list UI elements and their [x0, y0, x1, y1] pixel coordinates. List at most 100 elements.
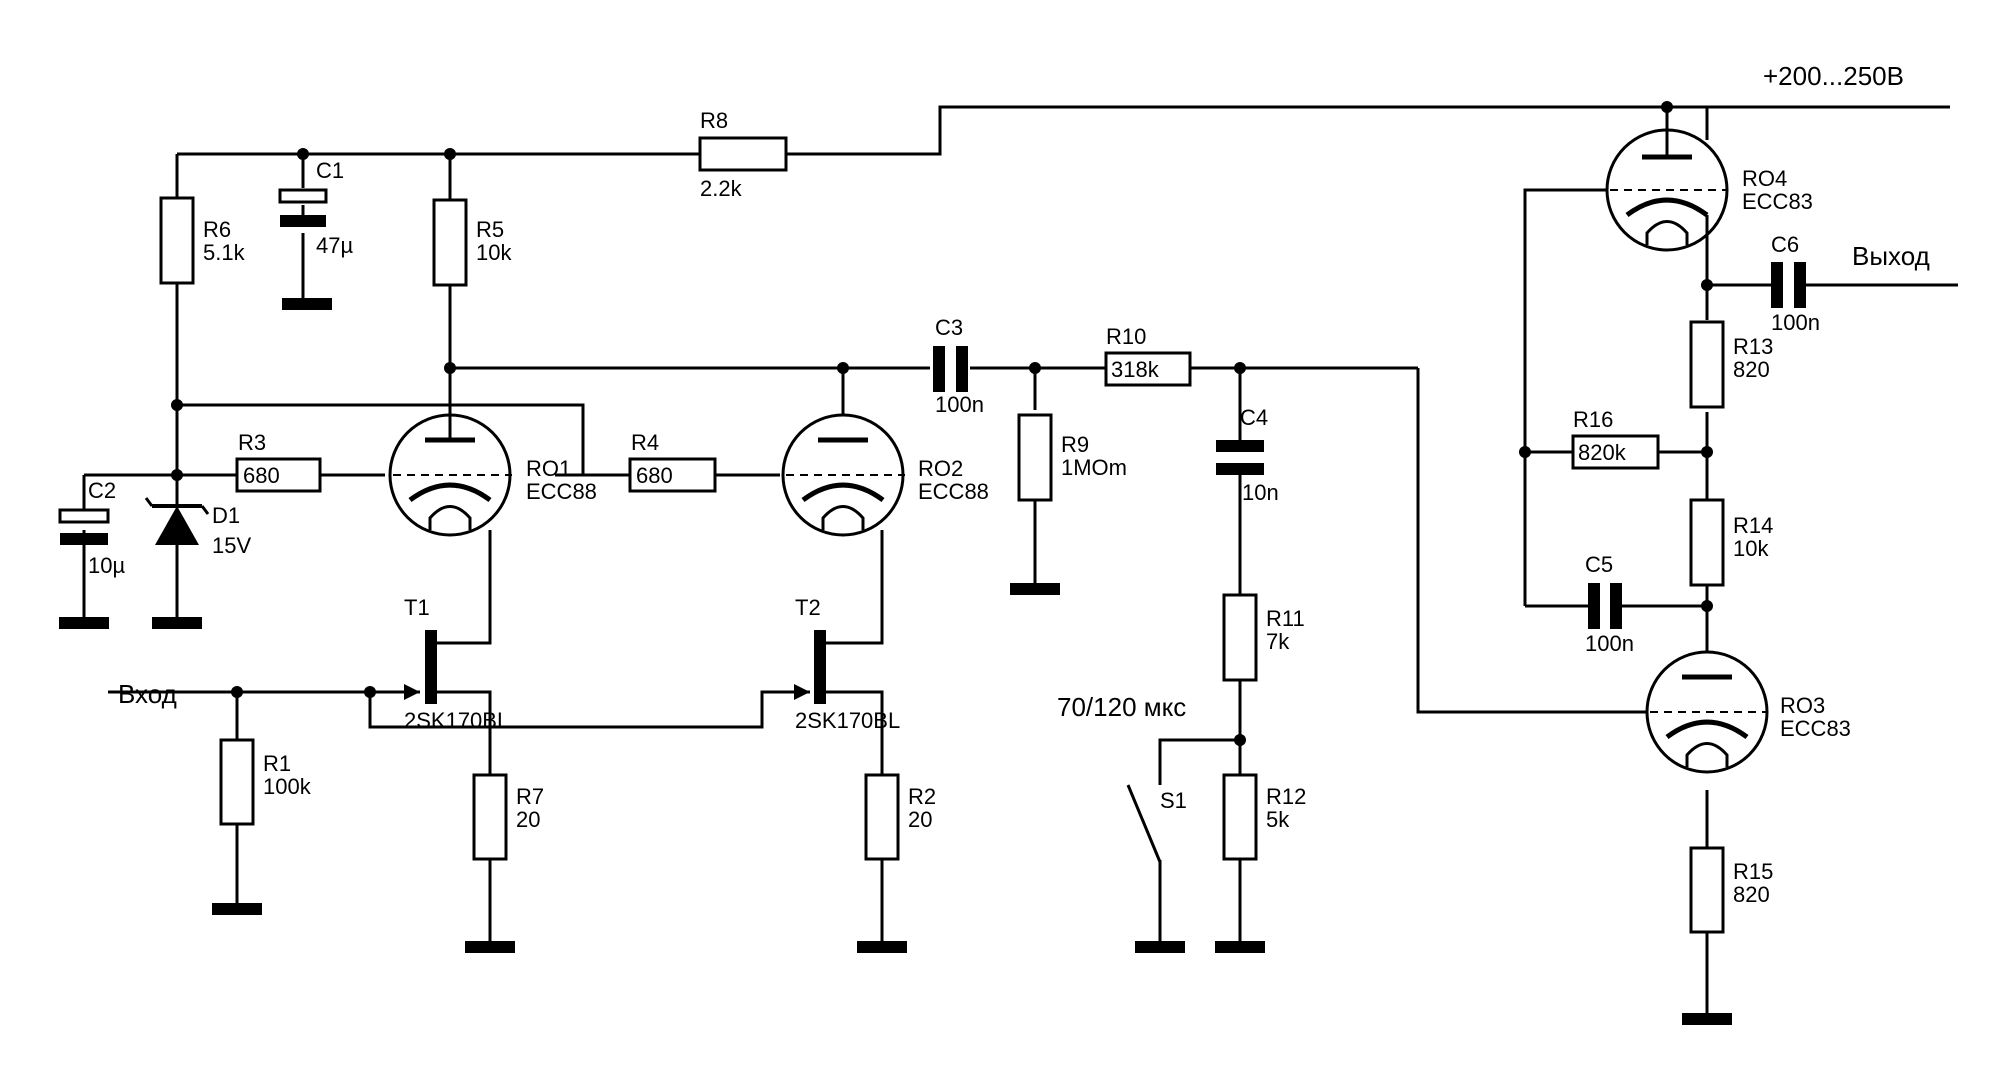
capacitor-c2-name: C2 — [88, 478, 116, 503]
resistor-r4: R4 680 — [628, 430, 717, 493]
resistor-r2: R2 20 — [864, 773, 936, 861]
capacitor-c3-name: C3 — [935, 315, 963, 340]
capacitor-c1: C1 47µ — [278, 158, 353, 258]
resistor-r7-name: R7 — [516, 784, 544, 809]
ground-r2 — [857, 941, 907, 953]
resistor-r14-name: R14 — [1733, 513, 1773, 538]
resistor-r12-value: 5k — [1266, 807, 1290, 832]
switch-s1-name: S1 — [1160, 788, 1187, 813]
transistor-t1-name: T1 — [404, 595, 430, 620]
resistor-r14: R14 10k — [1689, 498, 1773, 587]
tube-ro1-type: ECC88 — [526, 479, 597, 504]
resistor-r9-name: R9 — [1061, 432, 1089, 457]
tube-ro2: RO2 ECC88 — [781, 413, 989, 537]
capacitor-c5-value: 100n — [1585, 631, 1634, 656]
resistor-r14-value: 10k — [1733, 536, 1769, 561]
supply-voltage-label: +200...250В — [1763, 61, 1904, 91]
ground-r7 — [465, 941, 515, 953]
jfet-t2: T2 2SK170BL — [794, 595, 900, 733]
resistor-r3-value: 680 — [243, 463, 280, 488]
resistor-r11: R11 7k — [1222, 593, 1305, 682]
diode-d1-value: 15V — [212, 533, 251, 558]
resistor-r8-value: 2.2k — [700, 176, 743, 201]
tube-ro3: RO3 ECC83 — [1645, 650, 1851, 774]
resistor-r9: R9 1MOm — [1017, 413, 1127, 502]
capacitor-c3-value: 100n — [935, 392, 984, 417]
resistor-r12: R12 5k — [1222, 773, 1306, 861]
capacitor-c2-value: 10µ — [88, 553, 125, 578]
resistor-r10: R10 318k — [1104, 324, 1192, 387]
ground-d1 — [152, 617, 202, 629]
tube-ro3-name: RO3 — [1780, 693, 1825, 718]
resistor-r1-value: 100k — [263, 774, 312, 799]
capacitor-c5-name: C5 — [1585, 552, 1613, 577]
capacitor-c3: C3 100n — [933, 315, 984, 417]
zener-diode-d1: D1 15V — [144, 497, 251, 558]
resistor-r3-name: R3 — [238, 430, 266, 455]
resistor-r16: R16 820k — [1571, 407, 1660, 470]
capacitor-c6-name: C6 — [1771, 232, 1799, 257]
tube-ro3-type: ECC83 — [1780, 716, 1851, 741]
resistor-r7: R7 20 — [472, 773, 544, 861]
resistor-r15-name: R15 — [1733, 859, 1773, 884]
transistor-t1-type: 2SK170BL — [404, 708, 509, 733]
resistor-r10-name: R10 — [1106, 324, 1146, 349]
tube-ro1: RO1 ECC88 — [388, 413, 597, 537]
capacitor-c6-value: 100n — [1771, 310, 1820, 335]
resistor-r15-value: 820 — [1733, 882, 1770, 907]
resistor-r2-name: R2 — [908, 784, 936, 809]
resistor-r15: R15 820 — [1689, 846, 1773, 934]
ground-symbols — [59, 298, 1732, 1025]
input-label: Вход — [118, 679, 177, 709]
tube-ro4-name: RO4 — [1742, 166, 1787, 191]
resistor-r5: R5 10k — [432, 198, 512, 287]
switch-s1: S1 — [1126, 784, 1187, 863]
resistor-r4-value: 680 — [636, 463, 673, 488]
resistor-r6-name: R6 — [203, 217, 231, 242]
resistor-r13-value: 820 — [1733, 357, 1770, 382]
resistor-r1-name: R1 — [263, 751, 291, 776]
capacitor-c1-name: C1 — [316, 158, 344, 183]
ground-c1 — [282, 298, 332, 310]
output-label: Выход — [1852, 241, 1930, 271]
capacitor-c4: C4 10n — [1216, 405, 1279, 505]
ground-c2 — [59, 617, 109, 629]
ground-r15 — [1682, 1013, 1732, 1025]
jfet-t1: T1 2SK170BL — [404, 595, 509, 733]
capacitor-c4-name: C4 — [1240, 405, 1268, 430]
resistor-r16-name: R16 — [1573, 407, 1613, 432]
capacitor-c4-value: 10n — [1242, 480, 1279, 505]
resistor-r5-value: 10k — [476, 240, 512, 265]
resistor-r13-name: R13 — [1733, 334, 1773, 359]
capacitor-c1-value: 47µ — [316, 233, 353, 258]
resistor-r1: R1 100k — [219, 738, 312, 826]
transistor-t2-name: T2 — [795, 595, 821, 620]
resistor-r13: R13 820 — [1689, 320, 1773, 409]
resistor-r2-value: 20 — [908, 807, 932, 832]
capacitor-c6: C6 100n — [1771, 232, 1820, 335]
capacitor-c2: C2 10µ — [58, 478, 125, 578]
tube-ro1-name: RO1 — [526, 456, 571, 481]
transistor-t2-type: 2SK170BL — [795, 708, 900, 733]
resistor-r4-name: R4 — [631, 430, 659, 455]
tube-ro2-name: RO2 — [918, 456, 963, 481]
resistor-r11-name: R11 — [1266, 606, 1305, 631]
resistor-r12-name: R12 — [1266, 784, 1306, 809]
ground-r1 — [212, 903, 262, 915]
junction-dots — [171, 101, 1713, 746]
resistor-r6-value: 5.1k — [203, 240, 246, 265]
resistor-r16-value: 820k — [1578, 440, 1627, 465]
resistor-r8: R8 2.2k — [698, 108, 788, 201]
tube-ro4: RO4 ECC83 — [1605, 107, 1813, 285]
tube-ro4-type: ECC83 — [1742, 189, 1813, 214]
resistor-r8-name: R8 — [700, 108, 728, 133]
switch-time-constant-label: 70/120 мкс — [1057, 692, 1186, 722]
resistor-r7-value: 20 — [516, 807, 540, 832]
ground-r12 — [1215, 941, 1265, 953]
resistor-r5-name: R5 — [476, 217, 504, 242]
ground-r9 — [1010, 583, 1060, 595]
wires — [82, 105, 1958, 1015]
capacitor-c5: C5 100n — [1585, 552, 1634, 656]
tube-ro2-type: ECC88 — [918, 479, 989, 504]
